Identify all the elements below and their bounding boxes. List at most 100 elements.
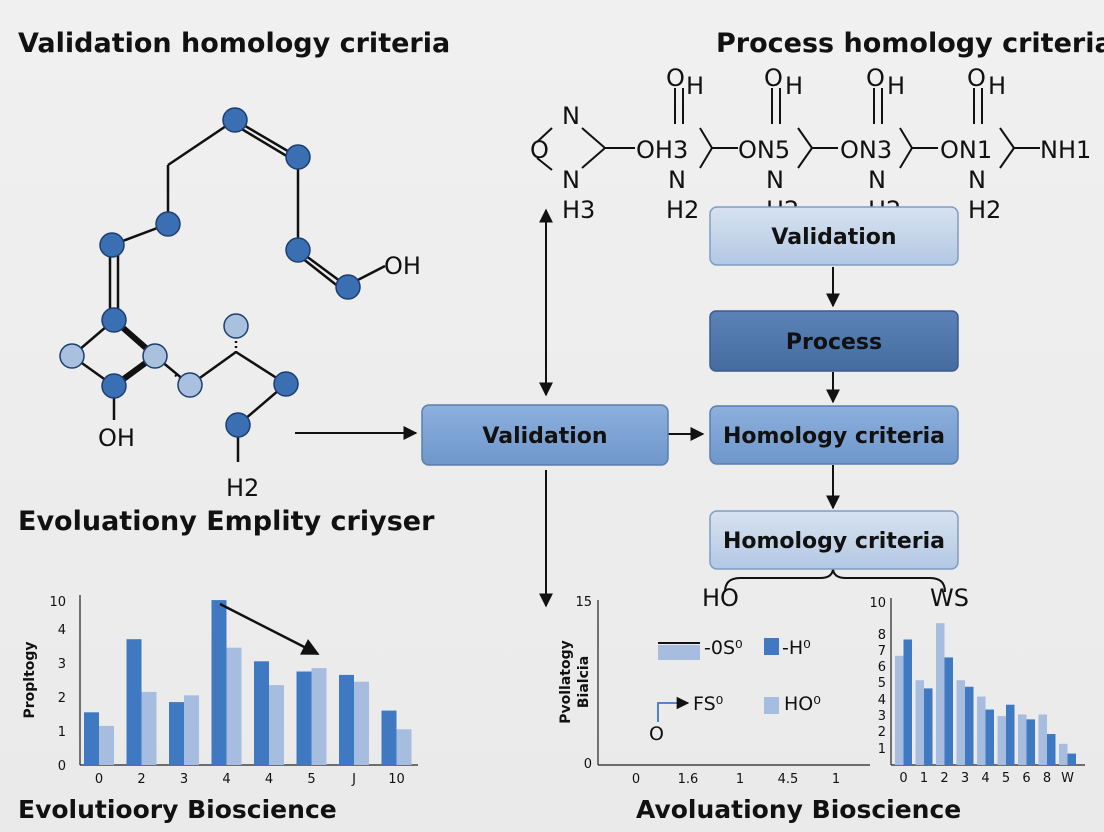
legend-label: -0S⁰: [704, 637, 743, 659]
bar: [895, 655, 904, 765]
x-tick-label: 2: [940, 771, 948, 786]
atom-label: O: [666, 64, 685, 92]
x-tick-label: 1: [736, 772, 744, 787]
y-tick-label: 8: [878, 628, 886, 643]
y-tick-label: 2: [58, 691, 66, 706]
x-tick-label: 4: [265, 772, 273, 787]
bar: [1018, 714, 1027, 765]
bar: [997, 716, 1006, 765]
bar: [1059, 743, 1068, 765]
bar: [956, 680, 965, 765]
bar: [126, 639, 142, 765]
bar: [269, 685, 284, 765]
bar: [354, 681, 369, 765]
x-tick-label: 4: [222, 772, 230, 787]
bar: [254, 661, 269, 765]
molecule-label-h2: H2: [226, 474, 259, 502]
y-tick-label: 15: [575, 595, 592, 610]
box-label: Homology criteria: [723, 529, 945, 554]
x-tick-label: 4: [981, 771, 989, 786]
bar: [184, 695, 199, 765]
atom-label: ON3: [840, 136, 892, 164]
atom-label: H2: [968, 196, 1001, 224]
atom-node-light: [177, 372, 203, 398]
title-left-bottom: Evolutioory Bioscience: [18, 795, 337, 824]
chart2-ylabel: Pvollatogy: [558, 640, 574, 724]
box-homology-1[interactable]: Homology criteria: [709, 405, 959, 465]
box-validation-center[interactable]: Validation: [421, 404, 669, 466]
bar: [1038, 714, 1047, 765]
atom-label: H: [887, 72, 905, 100]
x-tick-label: 1.6: [678, 772, 699, 787]
atom-label: O: [530, 136, 549, 164]
y-tick-label: 0: [58, 759, 66, 774]
bar: [311, 668, 327, 765]
atom-node: [101, 373, 127, 399]
legend-label: HO⁰: [784, 693, 821, 715]
y-tick-label: 7: [878, 644, 886, 659]
title-left-mid: Evoluationy Emplity criyser: [18, 506, 435, 537]
brace-label-right: WS: [930, 584, 969, 612]
bar: [915, 680, 924, 765]
legend-label: FS⁰: [693, 693, 723, 715]
atom-label: N: [766, 166, 784, 194]
box-validation-top[interactable]: Validation: [709, 206, 959, 266]
atom-label: N: [868, 166, 886, 194]
molecule-label-oh-2: OH: [98, 424, 135, 452]
x-tick-label: 3: [961, 771, 969, 786]
chart2-legend: -0S⁰ -H⁰ FS⁰ HO⁰ O: [649, 637, 821, 745]
bar: [1006, 704, 1015, 765]
x-tick-label: 10: [388, 772, 405, 787]
box-homology-2[interactable]: Homology criteria: [709, 510, 959, 570]
atom-label: N: [968, 166, 986, 194]
x-tick-label: 0: [632, 772, 640, 787]
x-tick-label: 5: [1002, 771, 1010, 786]
legend-arrow: [657, 696, 690, 722]
bar: [1026, 719, 1035, 765]
atom-label: H3: [562, 196, 595, 224]
title-right-top: Process homology criteria: [716, 28, 1104, 59]
x-tick-label: 3: [180, 772, 188, 787]
x-tick-label: 6: [1022, 771, 1030, 786]
y-tick-label: 3: [58, 657, 66, 672]
atom-node-light: [59, 343, 85, 369]
bar: [339, 674, 354, 765]
bar: [211, 600, 227, 765]
atom-label: NH1: [1040, 136, 1091, 164]
atom-node: [225, 412, 251, 438]
molecule-top-bonds: [536, 88, 1040, 171]
atom-label: O: [866, 64, 885, 92]
bar: [169, 702, 184, 765]
legend-label: -H⁰: [782, 637, 811, 659]
x-tick-label: 0: [95, 772, 103, 787]
y-tick-label: 10: [869, 596, 886, 611]
chart1-ylabel: Propltogy: [22, 641, 38, 718]
y-tick-label: 3: [878, 709, 886, 724]
y-tick-label: 5: [878, 676, 886, 691]
bar: [965, 686, 974, 765]
trend-arrow: [219, 602, 320, 656]
bar: [396, 729, 412, 765]
atom-label: O: [967, 64, 986, 92]
bar: [944, 657, 953, 765]
x-tick-label: 8: [1043, 771, 1051, 786]
atom-label: OH3: [636, 136, 688, 164]
y-tick-label: 1: [878, 742, 886, 757]
atom-node: [155, 211, 181, 237]
atom-node: [273, 371, 299, 397]
legend-swatch: [764, 638, 779, 655]
molecule-label-oh-1: OH: [384, 252, 421, 280]
chart2-ylabel-2: Bialcia: [576, 656, 592, 708]
box-process[interactable]: Process: [709, 310, 959, 372]
atom-node-light: [223, 313, 249, 339]
y-tick-label: 1: [58, 725, 66, 740]
atom-node-light: [142, 343, 168, 369]
atom-label: N: [562, 166, 580, 194]
x-tick-label: 2: [137, 772, 145, 787]
legend-swatch: [764, 697, 779, 714]
y-tick-label: 4: [878, 693, 886, 708]
